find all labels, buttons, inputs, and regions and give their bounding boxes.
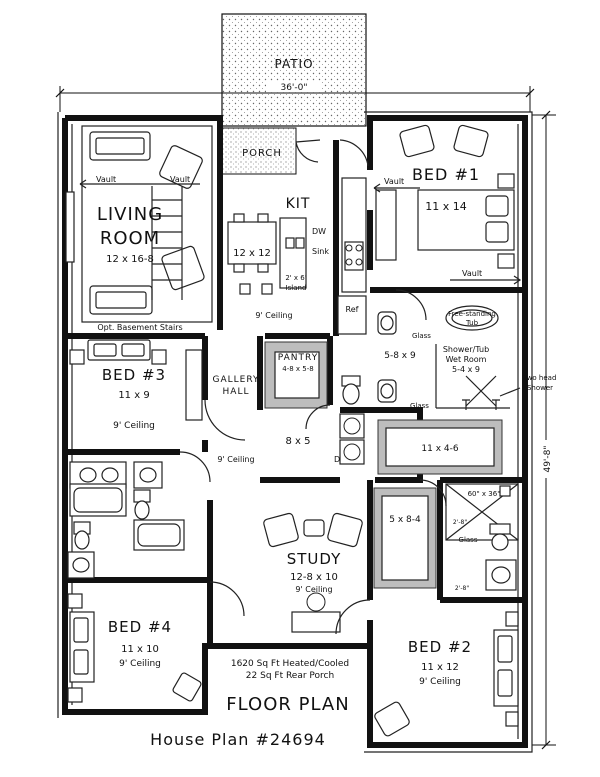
bedroom-2: BED #2 11 x 12 9' Ceiling: [374, 611, 519, 737]
area-porch: 22 Sq Ft Rear Porch: [246, 671, 334, 681]
bed4-dims: 11 x 10: [121, 644, 159, 655]
tub-label: Free-standing: [448, 310, 496, 318]
kitchen-name: KIT: [286, 196, 311, 212]
door-swings: [179, 139, 447, 635]
study-dims: 12-8 x 10: [290, 572, 338, 583]
closet1-dims: 11 x 4-6: [421, 444, 458, 454]
patio-label: PATIO: [274, 57, 313, 71]
laundry: 8 x 5 D: [286, 413, 365, 465]
closets: [264, 341, 503, 589]
bed4-name: BED #4: [108, 618, 172, 636]
study-ceiling: 9' Ceiling: [295, 585, 332, 594]
two-head-label: Two head: [523, 374, 557, 382]
floor-plan-title: FLOOR PLAN: [226, 694, 349, 715]
bed1-vault-left: Vault: [384, 177, 404, 186]
gallery-name-1: GALLERY: [212, 375, 259, 385]
pantry-name: PANTRY: [278, 353, 318, 363]
bed2-dims: 11 x 12: [421, 662, 459, 673]
porch: PORCH: [221, 127, 321, 175]
bed1-vault-bottom: Vault: [462, 269, 482, 278]
exterior-walls: [57, 111, 533, 753]
dryer-label: D: [334, 455, 340, 464]
bed2-ceiling: 9' Ceiling: [419, 677, 461, 687]
wet-room-dims: 5-4 x 9: [452, 365, 480, 374]
dishwasher-label: DW: [312, 227, 326, 236]
bed1-dims: 11 x 14: [425, 200, 467, 213]
bed3-ceiling: 9' Ceiling: [113, 421, 155, 431]
kitchen: KIT 12 x 12 DW Sink 2' x 6' Island 9' Ce…: [227, 177, 367, 335]
gallery-name-2: HALL: [223, 387, 250, 397]
glass-bottom-label: Glass: [410, 402, 429, 410]
bedroom-1: Vault Vault BED #1 11 x 14: [373, 124, 522, 285]
living-room: Vault Vault LIVING ROOM 12 x 16-8 Opt. B…: [65, 125, 213, 332]
bed1-name: BED #1: [412, 165, 480, 184]
pantry-dims: 4-8 x 5-8: [282, 365, 313, 373]
pantry: PANTRY 4-8 x 5-8: [278, 353, 318, 373]
living-room-name-2: ROOM: [100, 228, 160, 249]
study: STUDY 12-8 x 10 9' Ceiling: [263, 512, 363, 633]
width-dimension: 36'-0": [55, 82, 535, 112]
bath2-shower-dims: 60" x 36": [468, 490, 501, 498]
closet2-dims: 5 x 8-4: [389, 515, 421, 525]
living-room-dims: 12 x 16-8: [106, 254, 154, 265]
depth-dimension-label: 49'-8": [543, 445, 553, 472]
laundry-dims: 8 x 5: [286, 436, 311, 447]
interior-walls: [65, 130, 525, 646]
island-size-label: 2' x 6': [285, 274, 306, 282]
island-label: Island: [286, 284, 307, 292]
patio: PATIO: [221, 13, 367, 127]
bedroom-3: BED #3 11 x 9 9' Ceiling: [69, 339, 203, 431]
porch-label: PORCH: [242, 148, 282, 159]
master-bath: Free-standing Tub Shower/Tub Wet Room 5-…: [341, 305, 557, 410]
master-bath-dims: 5-8 x 9: [384, 351, 416, 361]
shower-tub-label: Shower/Tub: [443, 345, 489, 354]
hall-ceiling: 9' Ceiling: [217, 455, 254, 464]
bed3-name: BED #3: [102, 366, 166, 384]
sink-label: Sink: [312, 247, 329, 256]
width-dimension-label: 36'-0": [280, 83, 307, 93]
depth-dimension: 49'-8": [532, 110, 556, 750]
hall-bath: [67, 461, 185, 579]
refrigerator-label: Ref: [346, 305, 359, 314]
living-vault-right: Vault: [170, 175, 190, 184]
bath2-glass: Glass: [459, 536, 478, 544]
tub-label-2: Tub: [465, 319, 479, 327]
house-plan-number: House Plan #24694: [150, 730, 326, 749]
bath-2: 60" x 36" 2'-8" Glass 2'-8": [445, 483, 519, 592]
living-room-name-1: LIVING: [97, 204, 163, 225]
bed2-name: BED #2: [408, 638, 472, 656]
basement-stairs-label: Opt. Basement Stairs: [97, 323, 182, 332]
gallery-hall: GALLERY HALL 9' Ceiling: [212, 375, 259, 464]
bath2-dim-b: 2'-8": [455, 585, 469, 592]
kitchen-dims: 12 x 12: [233, 248, 271, 259]
bed3-dims: 11 x 9: [118, 390, 149, 401]
living-vault-left: Vault: [96, 175, 116, 184]
area-heated: 1620 Sq Ft Heated/Cooled: [231, 659, 349, 669]
wet-room-label: Wet Room: [446, 355, 487, 364]
two-head-label-2: Shower: [527, 384, 553, 392]
bath2-dim-a: 2'-8": [453, 519, 467, 526]
study-name: STUDY: [287, 550, 342, 568]
bedroom-4: BED #4 11 x 10 9' Ceiling: [67, 593, 202, 703]
bed4-ceiling: 9' Ceiling: [119, 659, 161, 669]
kitchen-ceiling: 9' Ceiling: [255, 311, 292, 320]
title-block: 1620 Sq Ft Heated/Cooled 22 Sq Ft Rear P…: [150, 659, 349, 749]
glass-top-label: Glass: [412, 332, 431, 340]
